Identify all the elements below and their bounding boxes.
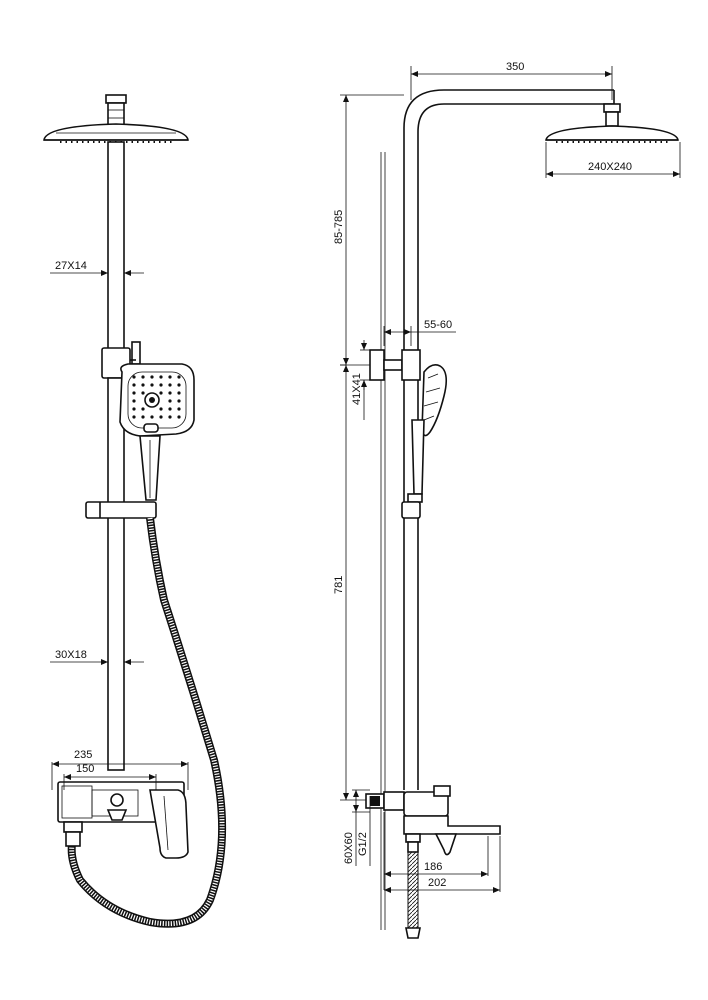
dim-side-height-adjust: 85-785 [333,94,404,366]
nozzle-dot [177,415,181,419]
dim-side-wall-distance-label: 55-60 [424,319,452,331]
front-lower-pipe [107,377,125,771]
dim-side-flange-size: 60X60 [343,789,370,866]
dim-side-spout-outer: 202 [384,836,501,893]
nozzle-dot [177,399,181,403]
nozzle-dot [132,399,136,403]
front-hand-shower-holder [85,501,157,519]
dim-side-flange-size-label: 60X60 [343,832,355,864]
dim-side-spout-inner: 186 [383,812,489,890]
dim-side-bracket-size-label: 41X41 [351,373,363,405]
front-upper-pipe [107,141,125,351]
dim-front-mixer-width-label: 235 [74,749,92,761]
side-hose [405,851,421,939]
nozzle-dot [168,399,172,403]
nozzle-dot [141,391,145,395]
dim-front-pipe-lower-label: 30X18 [55,649,87,661]
dim-side-spout-inner-label: 186 [424,861,442,873]
side-rain-shower-head [545,103,679,143]
nozzle-dot [168,375,172,379]
nozzle-dot [159,415,163,419]
nozzle-dot [177,375,181,379]
dim-side-thread: G1/2 [357,796,371,866]
nozzle-dot [150,383,154,387]
dim-side-thread-label: G1/2 [357,832,369,856]
nozzle-dot [150,415,154,419]
dim-side-bracket-size: 41X41 [351,340,370,420]
side-holder [401,501,421,519]
dim-side-rail-length: 781 [333,364,366,801]
nozzle-dot [168,383,172,387]
nozzle-dot [177,383,181,387]
dim-side-head-size-label: 240X240 [588,161,632,173]
side-wall-bracket [369,349,421,381]
front-hand-shower [119,363,195,501]
dim-side-spout-outer-label: 202 [428,877,446,889]
nozzle-dot [132,375,136,379]
nozzle-dot [159,407,163,411]
nozzle-dot [141,375,145,379]
nozzle-dot [150,375,154,379]
side-view: 350 240X240 85-785 55-60 [333,61,681,939]
nozzle-dot [141,415,145,419]
dim-side-height-adjust-label: 85-785 [333,210,345,244]
dim-side-wall-distance: 55-60 [383,319,456,346]
front-mixer-body [57,781,189,859]
dim-front-pipe-upper: 27X14 [50,260,144,276]
nozzle-dot [177,407,181,411]
nozzle-dot [132,383,136,387]
nozzle-dot [168,407,172,411]
dim-side-arm-reach-label: 350 [506,61,524,73]
nozzle-dot [159,383,163,387]
front-top-connector [105,94,127,126]
nozzle-dot [159,391,163,395]
dim-front-inlet-spacing: 150 [63,763,157,790]
nozzle-dot [159,375,163,379]
nozzle-dot [132,391,136,395]
dim-side-head-size: 240X240 [545,142,681,178]
dim-front-inlet-spacing-label: 150 [76,763,94,775]
side-mixer [365,785,501,856]
nozzle-dot [141,383,145,387]
nozzle-dot [132,415,136,419]
dim-front-mixer-width: 235 [51,749,189,790]
front-hose [67,517,227,928]
nozzle-dot [177,391,181,395]
dim-side-rail-length-label: 781 [333,576,345,594]
nozzle-dot [168,415,172,419]
dim-front-pipe-lower: 30X18 [50,649,144,665]
dim-side-arm-reach: 350 [410,61,613,100]
nozzle-dot [168,391,172,395]
nozzle-dot [132,407,136,411]
nozzle-dot [141,407,145,411]
front-rain-shower-head [43,123,189,143]
side-riser-arm [403,89,615,350]
dim-front-pipe-upper-label: 27X14 [55,260,87,272]
front-view: 27X14 30X18 235 150 [43,94,227,928]
side-hand-shower [407,364,448,503]
